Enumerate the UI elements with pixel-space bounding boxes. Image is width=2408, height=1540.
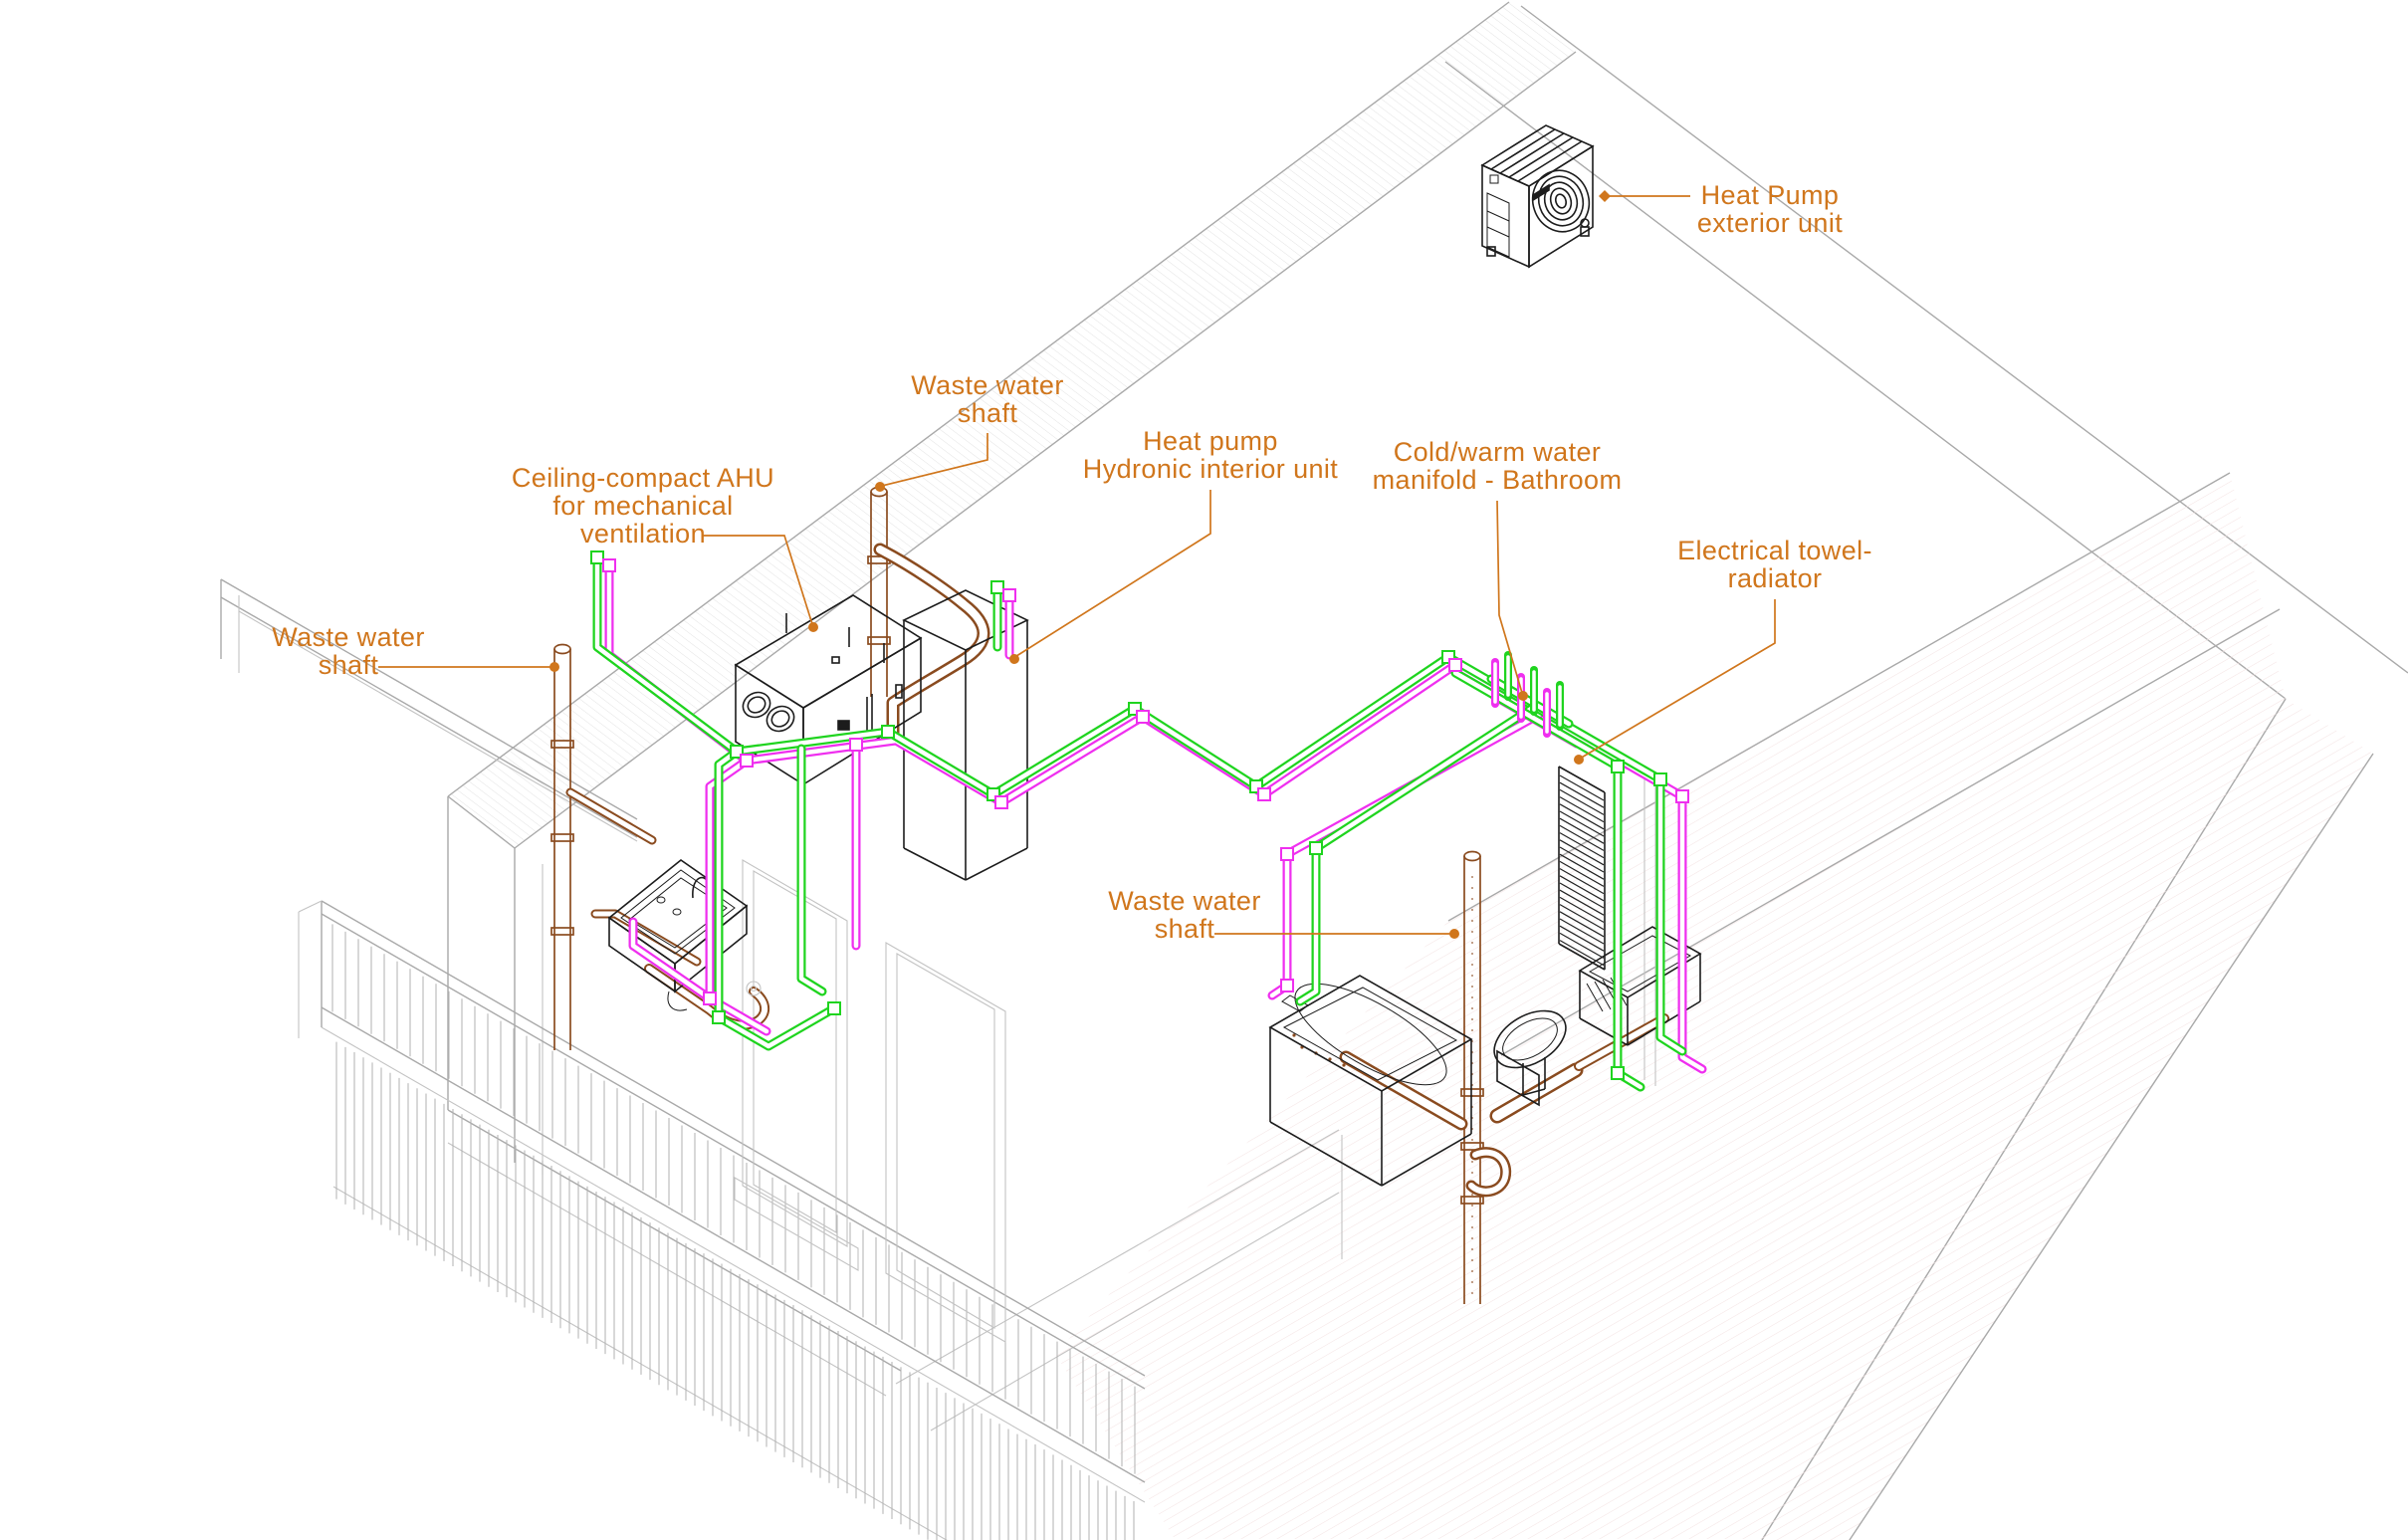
label-text: Heat Pump xyxy=(1701,180,1840,210)
leader-dot xyxy=(1009,654,1019,664)
label-waste-water-shaft-top: Waste water shaft xyxy=(875,370,1063,492)
label-text: manifold - Bathroom xyxy=(1373,465,1623,495)
leader-dot xyxy=(1449,929,1459,939)
bathroom-floor-hatch xyxy=(1055,473,2286,1539)
label-text: exterior unit xyxy=(1697,208,1843,238)
label-text: Cold/warm water xyxy=(1394,437,1602,467)
generated-line xyxy=(1559,860,1605,887)
label-text: Electrical towel- xyxy=(1677,536,1872,565)
generated-line xyxy=(1559,832,1605,859)
generated-line xyxy=(1559,875,1605,902)
generated-line xyxy=(1559,824,1605,851)
generated-line xyxy=(1559,810,1605,837)
label-text: for mechanical xyxy=(552,491,733,521)
generated-line xyxy=(1559,904,1605,931)
generated-line xyxy=(1559,896,1605,923)
section-cut-band xyxy=(1762,699,2373,1540)
label-text: Waste water xyxy=(1108,886,1260,916)
pipe-joints-green xyxy=(590,550,1667,1080)
generated-line xyxy=(1559,911,1605,938)
generated-line xyxy=(1559,925,1605,952)
waste-water-shaft-center xyxy=(1460,850,1484,1304)
generated-line xyxy=(1559,788,1605,815)
window-frames xyxy=(734,770,1656,1343)
pipe-joints-magenta xyxy=(602,558,1689,1005)
generated-line xyxy=(1559,868,1605,895)
heat-pump-exterior-unit xyxy=(1480,124,1595,269)
generated-line xyxy=(1559,853,1605,880)
generated-line xyxy=(1559,839,1605,866)
generated-line xyxy=(1559,774,1605,801)
generated-line xyxy=(1559,796,1605,823)
generated-line xyxy=(1559,781,1605,808)
label-text: shaft xyxy=(1155,914,1215,944)
window-sill xyxy=(734,1177,859,1271)
generated-line xyxy=(1559,817,1605,844)
cold-warm-water-manifold xyxy=(1491,651,1564,738)
bathtub xyxy=(1268,975,1473,1187)
label-waste-water-shaft-center: Waste water shaft xyxy=(1108,886,1459,944)
label-text: Hydronic interior unit xyxy=(1083,454,1338,484)
label-text: Waste water xyxy=(911,370,1063,400)
balcony-railing xyxy=(298,900,1146,1540)
towel-radiator xyxy=(1558,766,1606,971)
door-frame-2 xyxy=(885,942,1006,1343)
leader-dot xyxy=(1518,691,1528,701)
hydronic-interior-unit xyxy=(902,589,1029,881)
building-outline xyxy=(220,1,2408,1540)
label-text: Heat pump xyxy=(1143,426,1278,456)
label-waste-water-shaft-left: Waste water shaft xyxy=(272,622,559,680)
label-heat-pump-interior-unit: Heat pump Hydronic interior unit xyxy=(1009,426,1338,664)
label-towel-radiator: Electrical towel- radiator xyxy=(1574,536,1872,765)
wall-top-line xyxy=(1447,472,2231,922)
drain-rosette xyxy=(746,981,762,996)
generated-line xyxy=(1559,846,1605,873)
door-frame-1 xyxy=(742,859,848,1247)
generated-line xyxy=(1559,932,1605,959)
roof-edge xyxy=(1520,5,2408,674)
leader-dot xyxy=(808,622,818,632)
leader-dot xyxy=(549,662,559,672)
label-text: shaft xyxy=(958,398,1018,428)
label-text: Waste water xyxy=(272,622,424,652)
label-text: ventilation xyxy=(580,519,706,549)
toilet xyxy=(1493,1009,1567,1107)
label-heat-pump-exterior-unit: Heat Pump exterior unit xyxy=(1599,180,1843,238)
generated-line xyxy=(1559,940,1605,967)
generated-line xyxy=(1559,889,1605,916)
label-manifold: Cold/warm water manifold - Bathroom xyxy=(1373,437,1623,701)
leader-diamond xyxy=(1599,190,1611,202)
roof-strip-hatch xyxy=(448,2,1576,848)
label-text: Ceiling-compact AHU xyxy=(512,463,774,493)
leader-dot xyxy=(875,482,885,492)
ahu-duct-loop xyxy=(876,546,987,739)
waste-water-shaft-top xyxy=(867,486,891,697)
waste-water-shaft-left xyxy=(550,643,574,1050)
generated-line xyxy=(1559,882,1605,909)
generated-line xyxy=(1559,803,1605,830)
label-text: radiator xyxy=(1728,563,1823,593)
generated-line xyxy=(1559,918,1605,945)
label-ceiling-ahu: Ceiling-compact AHU for mechanical venti… xyxy=(512,463,818,632)
label-text: shaft xyxy=(319,650,379,680)
leader-dot xyxy=(1574,755,1584,765)
